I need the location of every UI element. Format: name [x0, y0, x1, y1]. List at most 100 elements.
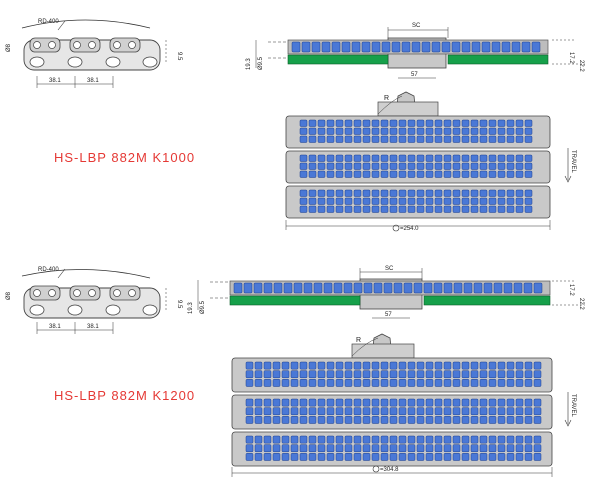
roller — [331, 41, 341, 53]
roller — [371, 453, 380, 461]
roller — [371, 407, 380, 416]
roller — [380, 379, 389, 387]
roller — [461, 135, 470, 143]
roller — [403, 282, 413, 294]
roller — [416, 435, 425, 444]
roller — [479, 379, 488, 387]
roller — [351, 41, 361, 53]
green-guide-left — [229, 295, 361, 306]
roller — [425, 407, 434, 416]
roller — [441, 41, 451, 53]
roller — [407, 127, 416, 135]
roller — [524, 444, 533, 453]
roller — [452, 197, 461, 205]
roller — [245, 398, 254, 407]
roller — [434, 453, 443, 461]
roller — [398, 398, 407, 407]
roller — [380, 407, 389, 416]
roller — [443, 398, 452, 407]
roller — [398, 444, 407, 453]
roller — [308, 370, 317, 379]
roller — [254, 361, 263, 370]
roller — [434, 416, 443, 424]
roller — [497, 189, 506, 197]
roller — [488, 435, 497, 444]
roller — [425, 453, 434, 461]
roller — [344, 361, 353, 370]
roller — [506, 407, 515, 416]
travel-arrow-icon — [564, 175, 572, 183]
roller — [524, 162, 533, 170]
roller — [290, 379, 299, 387]
roller — [371, 435, 380, 444]
roller — [389, 416, 398, 424]
roller — [344, 170, 353, 178]
sc-label: SC — [412, 23, 421, 29]
roller — [533, 444, 542, 453]
roller — [425, 398, 434, 407]
roller — [299, 379, 308, 387]
roller — [443, 453, 452, 461]
roller — [497, 453, 506, 461]
roller — [254, 370, 263, 379]
green-guide-left — [287, 54, 389, 65]
roller — [452, 154, 461, 162]
roller — [272, 444, 281, 453]
roller — [299, 407, 308, 416]
roller — [333, 282, 343, 294]
roller — [362, 205, 371, 213]
roller — [371, 135, 380, 143]
roller — [416, 127, 425, 135]
roller — [461, 370, 470, 379]
roller — [524, 135, 533, 143]
roller — [488, 170, 497, 178]
diameter-label: Ø8 — [6, 291, 12, 300]
roller — [434, 189, 443, 197]
roller — [335, 154, 344, 162]
roller — [272, 398, 281, 407]
roller — [308, 119, 317, 127]
roller — [524, 370, 533, 379]
roller — [326, 170, 335, 178]
roller — [515, 361, 524, 370]
roller — [488, 453, 497, 461]
roller — [515, 170, 524, 178]
roller — [299, 170, 308, 178]
roller — [461, 361, 470, 370]
roller — [363, 282, 373, 294]
radius-r-label: R — [384, 95, 389, 102]
roller — [317, 127, 326, 135]
roller — [389, 361, 398, 370]
width-label: =254.0 — [400, 226, 419, 232]
roller — [326, 416, 335, 424]
roller — [470, 361, 479, 370]
roller — [281, 398, 290, 407]
roller — [425, 127, 434, 135]
roller — [497, 205, 506, 213]
roller — [290, 370, 299, 379]
roller — [362, 407, 371, 416]
roller — [299, 453, 308, 461]
roller — [344, 197, 353, 205]
roller — [434, 154, 443, 162]
roller — [416, 398, 425, 407]
roller — [416, 444, 425, 453]
roller — [506, 416, 515, 424]
roller — [362, 416, 371, 424]
roller — [380, 416, 389, 424]
roller — [461, 189, 470, 197]
width-symbol-icon — [392, 224, 400, 232]
roller — [321, 41, 331, 53]
roller — [479, 170, 488, 178]
roller — [515, 435, 524, 444]
roller — [263, 379, 272, 387]
roller — [443, 197, 452, 205]
roller — [497, 444, 506, 453]
roller — [380, 154, 389, 162]
roller — [308, 361, 317, 370]
roller — [524, 407, 533, 416]
roller — [293, 282, 303, 294]
roller — [497, 361, 506, 370]
roller — [533, 435, 542, 444]
roller — [479, 205, 488, 213]
